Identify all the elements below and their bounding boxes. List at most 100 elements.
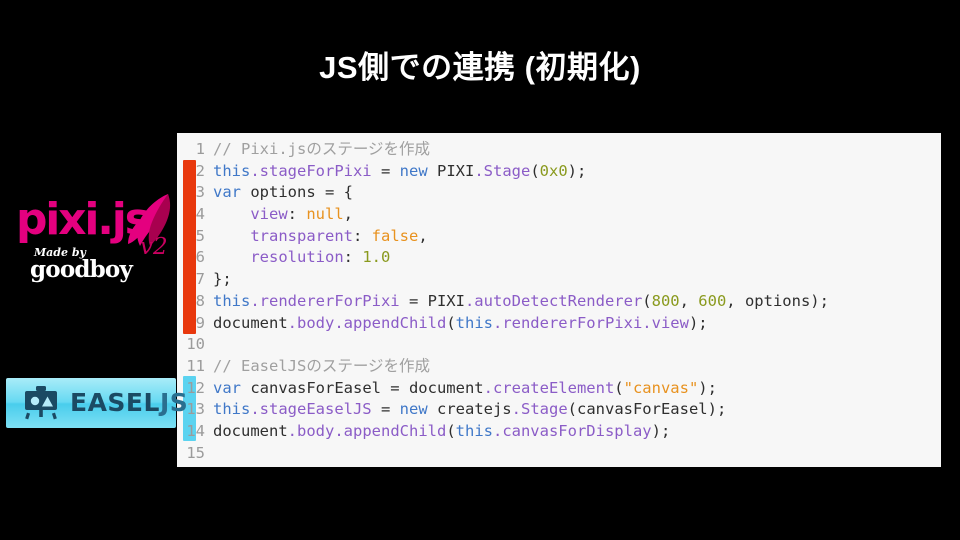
- code-line: 10: [177, 334, 941, 356]
- code-line-number: 15: [186, 443, 205, 462]
- code-line-number: 7: [195, 270, 205, 289]
- code-token: // Pixi.jsのステージを作成: [213, 140, 431, 158]
- code-token: .Stage: [511, 400, 568, 419]
- code-token: null: [306, 205, 344, 224]
- code-token: 600: [698, 291, 727, 310]
- code-line-number: 6: [195, 248, 205, 267]
- code-token: this: [455, 421, 493, 440]
- code-token: "canvas": [623, 378, 699, 397]
- code-line-number: 4: [195, 205, 205, 224]
- code-line-number: 8: [195, 291, 205, 310]
- highlight-bar-pixi-block: [183, 160, 196, 334]
- code-token: new: [399, 400, 428, 419]
- code-line: 15: [177, 443, 941, 465]
- code-token: var: [213, 183, 241, 202]
- code-line-number: 11: [186, 356, 205, 375]
- code-token: PIXI: [427, 161, 475, 180]
- code-line-number: 12: [186, 378, 205, 397]
- code-token: this: [213, 161, 251, 180]
- code-line-number: 10: [186, 335, 205, 354]
- code-token: =: [371, 400, 400, 419]
- code-token: ,: [418, 226, 428, 245]
- code-line: 2 this.stageForPixi = new PIXI.Stage(0x0)…: [177, 161, 941, 183]
- code-token: (: [614, 378, 624, 397]
- code-token: (canvasForEasel);: [567, 400, 727, 419]
- code-line: 1// Pixi.jsのステージを作成: [177, 139, 941, 161]
- code-line-number: 5: [195, 226, 205, 245]
- code-token: resolution: [250, 248, 344, 267]
- code-token: (: [446, 313, 456, 332]
- page-title: JS側での連携 (初期化): [319, 50, 641, 85]
- code-line: 3 var options = {: [177, 182, 941, 204]
- code-token: 1.0: [362, 248, 391, 267]
- code-token: options = {: [241, 183, 353, 202]
- code-token: new: [399, 161, 428, 180]
- easeljs-wordmark: EASELJS: [70, 389, 188, 417]
- code-token: :: [343, 248, 363, 267]
- pixi-madeby-label: Made by: [34, 246, 86, 259]
- code-token: transparent: [250, 226, 353, 245]
- code-token: =: [371, 161, 400, 180]
- code-token: canvasForEasel = document: [241, 378, 484, 397]
- code-token: .Stage: [474, 161, 531, 180]
- code-line: 5 transparent: false,: [177, 226, 941, 248]
- code-token: .appendChild: [334, 313, 447, 332]
- code-token: .canvasForDisplay: [492, 421, 652, 440]
- code-token: );: [651, 421, 671, 440]
- easeljs-wordmark-suffix: JS: [159, 388, 189, 417]
- code-line: 13 this.stageEaselJS = new createjs.Stage…: [177, 399, 941, 421]
- code-token: .stageEaselJS: [250, 400, 372, 419]
- code-token: = PIXI: [399, 291, 465, 310]
- pixi-version-label: v2: [140, 234, 168, 260]
- code-token: .createElement: [483, 378, 615, 397]
- easel-icon: [25, 386, 57, 420]
- code-token: :: [352, 226, 372, 245]
- code-token: , options);: [726, 291, 829, 310]
- code-token: );: [698, 378, 717, 397]
- code-token: );: [567, 161, 587, 180]
- code-token: [213, 227, 250, 245]
- pixi-flame-icon: [128, 194, 171, 246]
- code-token: this: [455, 313, 493, 332]
- code-token: createjs: [427, 400, 512, 419]
- code-line-number: 14: [186, 421, 205, 440]
- code-token: this: [213, 400, 251, 419]
- code-token: 0x0: [539, 161, 568, 180]
- code-token: .rendererForPixi: [492, 313, 643, 332]
- code-token: (: [530, 161, 540, 180]
- highlight-bar-easel-block: [183, 376, 196, 441]
- code-token: };: [213, 270, 232, 289]
- code-line-number: 13: [186, 400, 205, 419]
- code-token: :: [287, 205, 307, 224]
- code-token: false: [371, 226, 419, 245]
- code-line-number: 3: [195, 183, 205, 202]
- code-token: .autoDetectRenderer: [464, 291, 643, 310]
- code-line: 11 // EaselJSのステージを作成: [177, 356, 941, 378]
- code-line-number: 2: [195, 161, 205, 180]
- code-token: document: [213, 313, 288, 332]
- code-line: 12 var canvasForEasel = document.createEl…: [177, 378, 941, 400]
- code-line: 8 this.rendererForPixi = PIXI.autoDetectR…: [177, 291, 941, 313]
- pixi-js-logo: pixi.js v2 Made by goodboy: [12, 194, 172, 284]
- pixi-wordmark: pixi.js: [16, 194, 151, 245]
- code-token: view: [250, 205, 288, 224]
- code-line-number: 9: [195, 313, 205, 332]
- code-token: 800: [651, 291, 680, 310]
- code-token: [213, 248, 250, 266]
- code-token: document: [213, 421, 288, 440]
- code-token: var: [213, 378, 241, 397]
- code-token: // EaselJSのステージを作成: [213, 356, 431, 375]
- code-line: 4 view: null,: [177, 204, 941, 226]
- code-token: .rendererForPixi: [250, 291, 400, 310]
- code-token: ,: [343, 205, 353, 224]
- code-line: 6 resolution: 1.0: [177, 247, 941, 269]
- code-token: );: [688, 313, 708, 332]
- code-token: .stageForPixi: [250, 161, 372, 180]
- code-token: .body: [287, 421, 335, 440]
- code-token: (: [642, 291, 652, 310]
- code-token: this: [213, 291, 251, 310]
- code-token: [213, 205, 250, 223]
